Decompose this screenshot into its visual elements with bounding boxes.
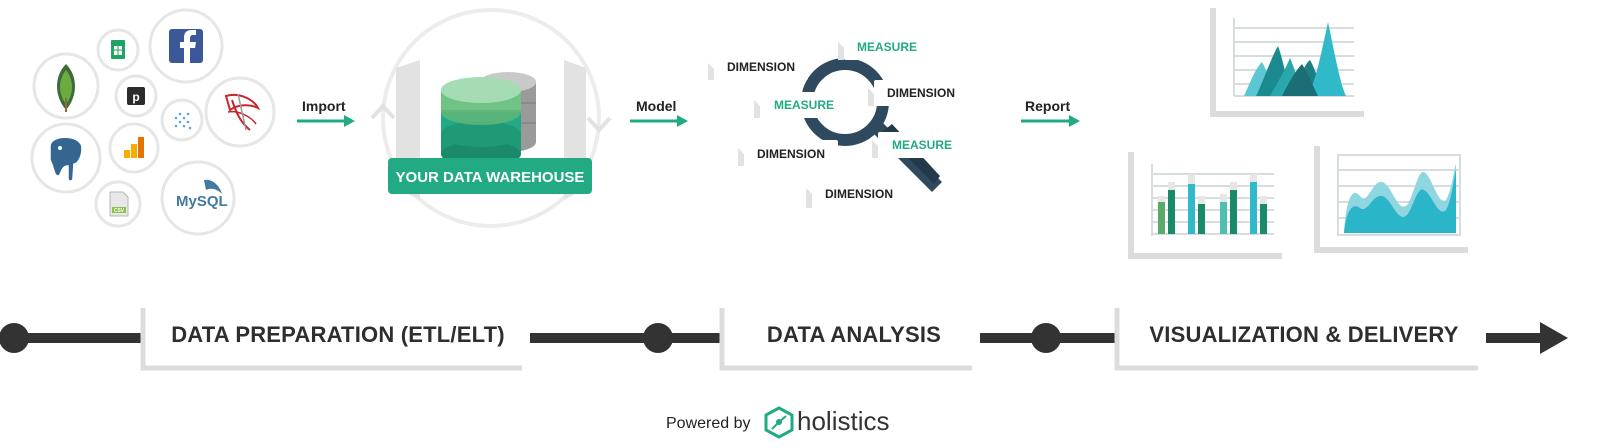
data-warehouse: YOUR DATA WAREHOUSE [370,8,612,228]
bar-group [1250,174,1267,234]
dimension-tag: DIMENSION [868,80,968,106]
stage-visualization-delivery: VISUALIZATION & DELIVERY [1114,308,1478,371]
mysql-label: MySQL [176,193,228,210]
warehouse-label: YOUR DATA WAREHOUSE [396,169,585,186]
front-database-icon [441,77,521,167]
model-arrow: Model [630,98,688,127]
google-analytics-icon [108,122,160,174]
google-sheets-icon [96,28,140,72]
bar-group [1188,174,1205,234]
stage-label: DATA PREPARATION (ETL/ELT) [171,322,505,347]
dimension-tag: DIMENSION [738,140,838,166]
visualization-charts [1128,8,1468,259]
csv-file-icon: CSV [94,180,142,228]
stage-label: VISUALIZATION & DELIVERY [1149,322,1458,347]
timeline-node [0,323,29,353]
stage-data-preparation: DATA PREPARATION (ETL/ELT) [140,308,522,371]
measure-tag-label: MEASURE [774,98,834,112]
dimension-tag: DIMENSION [806,180,906,208]
report-arrow: Report [1021,98,1080,127]
dimension-tag: DIMENSION [708,54,808,80]
powered-by-label: Powered by [666,415,751,432]
bar-group [1158,182,1175,234]
measure-tag: MEASURE [838,34,932,60]
area-chart-thumbnail [1314,146,1468,253]
import-arrow: Import [297,98,355,127]
dimension-tag-label: DIMENSION [757,147,825,161]
facebook-icon [148,8,224,84]
timeline-arrowhead [1540,322,1568,354]
import-label: Import [302,98,346,114]
pipeline-timeline: DATA PREPARATION (ETL/ELT) DATA ANALYSIS… [0,308,1568,371]
stage-data-analysis: DATA ANALYSIS [719,308,972,371]
bar-chart-thumbnail [1128,152,1282,259]
sql-server-icon [204,76,276,148]
bar-group [1220,182,1237,234]
mountain-chart-thumbnail [1210,8,1364,117]
warehouse-badge [388,158,592,194]
timeline-node [1031,323,1061,353]
pipedrive-letter: p [132,90,139,104]
postgresql-icon [30,122,102,194]
report-label: Report [1025,98,1070,114]
csv-label: CSV [114,208,125,214]
mongodb-icon [32,52,100,120]
powered-by-footer: Powered by holistics [666,406,889,439]
holistics-logo-icon [764,406,794,439]
measure-tag-label: MEASURE [892,138,952,152]
data-sources-cluster: p [30,8,276,236]
stage-label: DATA ANALYSIS [767,322,941,347]
measure-tag: MEASURE [754,92,848,118]
mysql-icon: MySQL [160,160,236,236]
dimension-tag-label: DIMENSION [887,86,955,100]
measure-tag-label: MEASURE [857,40,917,54]
measure-tag: MEASURE [872,132,966,158]
timeline-node [643,323,673,353]
segment-icon [160,98,204,142]
data-analysis-illustration: DIMENSION MEASURE MEASURE DIMENSION DIME… [708,34,968,208]
holistics-brand-name: holistics [797,406,889,436]
dimension-tag-label: DIMENSION [825,187,893,201]
pipedrive-icon: p [114,74,158,118]
dimension-tag-label: DIMENSION [727,60,795,74]
model-label: Model [636,98,676,114]
